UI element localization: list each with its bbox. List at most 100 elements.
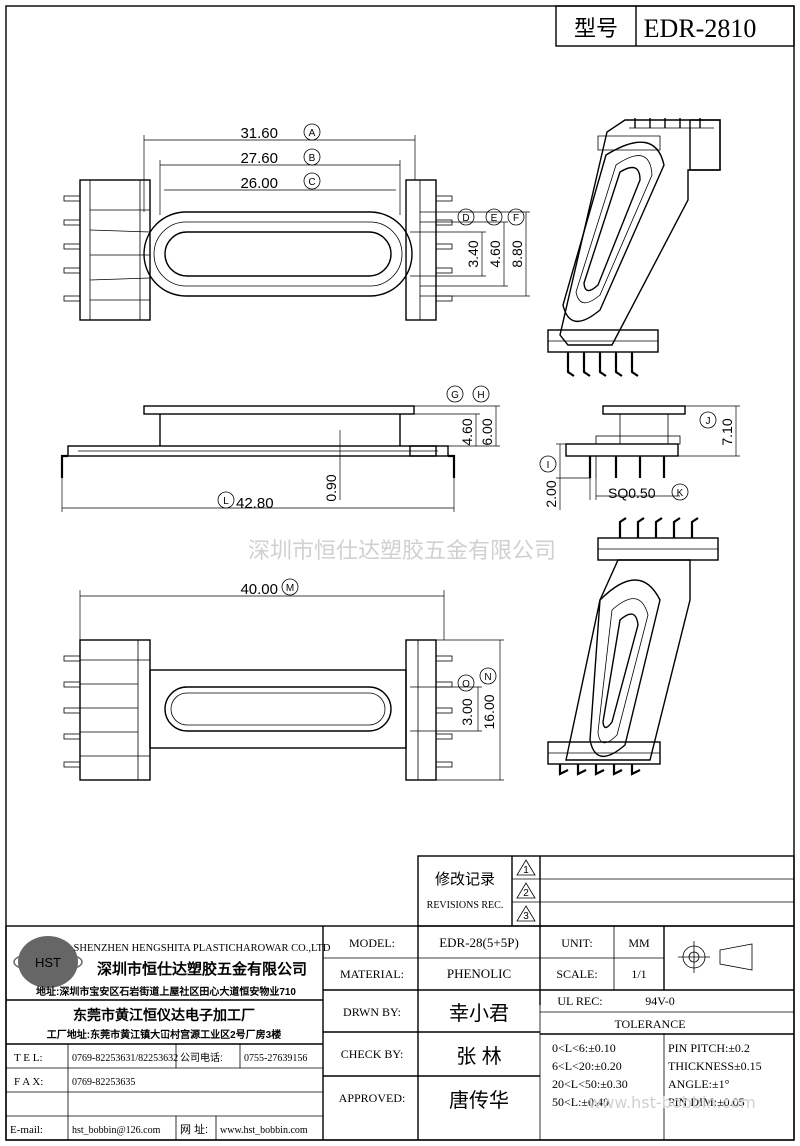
isometric-view-bottom	[547, 517, 719, 776]
dim-b-tag: B	[309, 153, 316, 164]
bottom-right-pins	[435, 655, 453, 768]
dim-t-value: 0.90	[323, 474, 339, 501]
fax-value: 0769-82253635	[72, 1077, 135, 1088]
logo-text: HST	[35, 955, 61, 970]
bottom-view: 40.00 M O N 3.00 16.00	[63, 578, 504, 781]
footer-watermark: www.hst-bobbin.com	[588, 1093, 756, 1112]
company-block: HST SHENZHEN HENGSHITA PLASTICHAROWAR CO…	[5, 925, 795, 1141]
dim-i-tag: I	[547, 460, 550, 471]
core-outer	[143, 211, 413, 297]
revisions-label-cn: 修改记录	[435, 871, 495, 888]
check-label: CHECK BY:	[341, 1047, 404, 1061]
dim-o-tag: O	[462, 679, 470, 690]
email-label: E-mail:	[10, 1124, 43, 1136]
side-base	[67, 445, 449, 457]
company-address: 地址:深圳市宝安区石岩街道上屋社区田心大道恒安物业710	[36, 985, 296, 998]
core-window	[164, 231, 392, 277]
spec-block: MODEL: EDR-28(5+5P) UNIT: MM MATERIAL: P…	[323, 926, 794, 1140]
angle: ANGLE:±1°	[668, 1077, 730, 1091]
company-phone-value: 0755-27639156	[244, 1053, 307, 1064]
dim-d-value: 3.40	[465, 240, 481, 267]
model-title-label: 型号	[574, 16, 618, 41]
iso-pins-top	[566, 352, 639, 377]
projection-symbol	[678, 941, 753, 973]
tol-row-1: 0<L<6:±0.10	[552, 1041, 616, 1055]
tol-row-4: 50<L:±0.40	[552, 1095, 609, 1109]
dim-h-value: 6.00	[479, 418, 495, 445]
dim-d-tag: D	[462, 213, 469, 224]
dim-a-tag: A	[309, 128, 316, 139]
model-title-block: 型号 EDR-2810	[555, 5, 795, 47]
web-value: www.hst_bobbin.com	[220, 1125, 308, 1136]
pin-pitch: PIN PITCH:±0.2	[668, 1041, 750, 1055]
dim-e-value: 4.60	[487, 240, 503, 267]
dim-l-tag: L	[223, 496, 229, 507]
tol-row-2: 6<L<20:±0.20	[552, 1059, 622, 1073]
email-value: hst_bobbin@126.com	[72, 1125, 161, 1136]
dim-j-value: 7.10	[719, 418, 735, 445]
dim-g-value: 4.60	[459, 418, 475, 445]
company-phone-label: 公司电话:	[180, 1051, 223, 1064]
material-value: PHENOLIC	[447, 966, 511, 981]
approved-value: 唐传华	[449, 1089, 509, 1112]
company-watermark: 深圳市恒仕达塑胶五金有限公司	[248, 539, 556, 564]
end-view: J 7.10 I 2.00 SQ0.50 K	[539, 405, 740, 510]
material-label: MATERIAL:	[340, 967, 404, 981]
revisions-label-en: REVISIONS REC.	[427, 900, 504, 911]
dim-k-tag: K	[677, 488, 684, 499]
dim-b-value: 27.60	[240, 150, 278, 167]
dim-f-tag: F	[513, 213, 519, 224]
thickness: THICKNESS±0.15	[668, 1059, 762, 1073]
pin-dim: PIN DIM:±0.05	[668, 1095, 745, 1109]
scale-value: 1/1	[631, 967, 646, 981]
dim-i-value: 2.00	[543, 480, 559, 507]
top-view: 31.60 A 27.60 B 26.00 C D E F 3.40 4.60 …	[63, 123, 530, 321]
dim-n-tag: N	[484, 672, 491, 683]
scale-label: SCALE:	[556, 967, 597, 981]
right-flange	[405, 179, 437, 321]
isometric-view-top	[547, 118, 721, 377]
revision-row-2: 2	[523, 888, 529, 899]
side-view: 42.80 L 0.90 G H 4.60 6.00	[60, 385, 500, 512]
tel-label: T E L:	[14, 1052, 43, 1064]
tol-row-3: 20<L<50:±0.30	[552, 1077, 628, 1091]
fax-label: F A X:	[14, 1076, 43, 1088]
company-name-cn: 深圳市恒仕达塑胶五金有限公司	[97, 960, 307, 978]
left-pins	[63, 195, 81, 302]
bottom-left-pins	[63, 655, 81, 768]
dim-e-tag: E	[491, 213, 498, 224]
drawn-value: 幸小君	[449, 1002, 509, 1025]
drawn-label: DRWN BY:	[343, 1005, 401, 1019]
dim-h-tag: H	[477, 390, 484, 401]
revision-row-3: 3	[523, 911, 529, 922]
dim-o-value: 3.00	[459, 698, 475, 725]
ul-label: UL REC:	[557, 994, 602, 1008]
web-label: 网 址:	[180, 1122, 208, 1136]
unit-value: MM	[628, 936, 650, 950]
unit-label: UNIT:	[561, 936, 592, 950]
revision-row-1: 1	[523, 865, 529, 876]
model-label: MODEL:	[349, 936, 395, 950]
dim-n-value: 16.00	[481, 694, 497, 729]
company-name-en: SHENZHEN HENGSHITA PLASTICHAROWAR CO.,LT…	[74, 943, 331, 954]
side-top-plate	[143, 405, 415, 415]
factory-name: 东莞市黄江恒仪达电子加工厂	[73, 1007, 255, 1023]
right-pins	[435, 195, 453, 302]
company-logo: HST	[13, 936, 83, 988]
model-value: EDR-28(5+5P)	[439, 935, 519, 950]
approved-label: APPROVED:	[339, 1091, 406, 1105]
dim-m-tag: M	[286, 583, 294, 594]
tolerance-label: TOLERANCE	[614, 1017, 685, 1031]
end-pins	[588, 456, 666, 478]
dim-f-value: 8.80	[509, 240, 525, 267]
dim-g-tag: G	[451, 390, 459, 401]
dim-a-value: 31.60	[240, 125, 278, 142]
dim-l-value: 42.80	[236, 495, 274, 512]
iso-pins-bottom	[618, 517, 699, 538]
dim-j-tag: J	[706, 416, 711, 427]
factory-address: 工厂地址:东莞市黄江镇大冚村宫源工业区2号厂房3楼	[47, 1028, 281, 1041]
dim-m-value: 40.00	[240, 581, 278, 598]
tel-value: 0769-82253631/82253632	[72, 1053, 178, 1064]
